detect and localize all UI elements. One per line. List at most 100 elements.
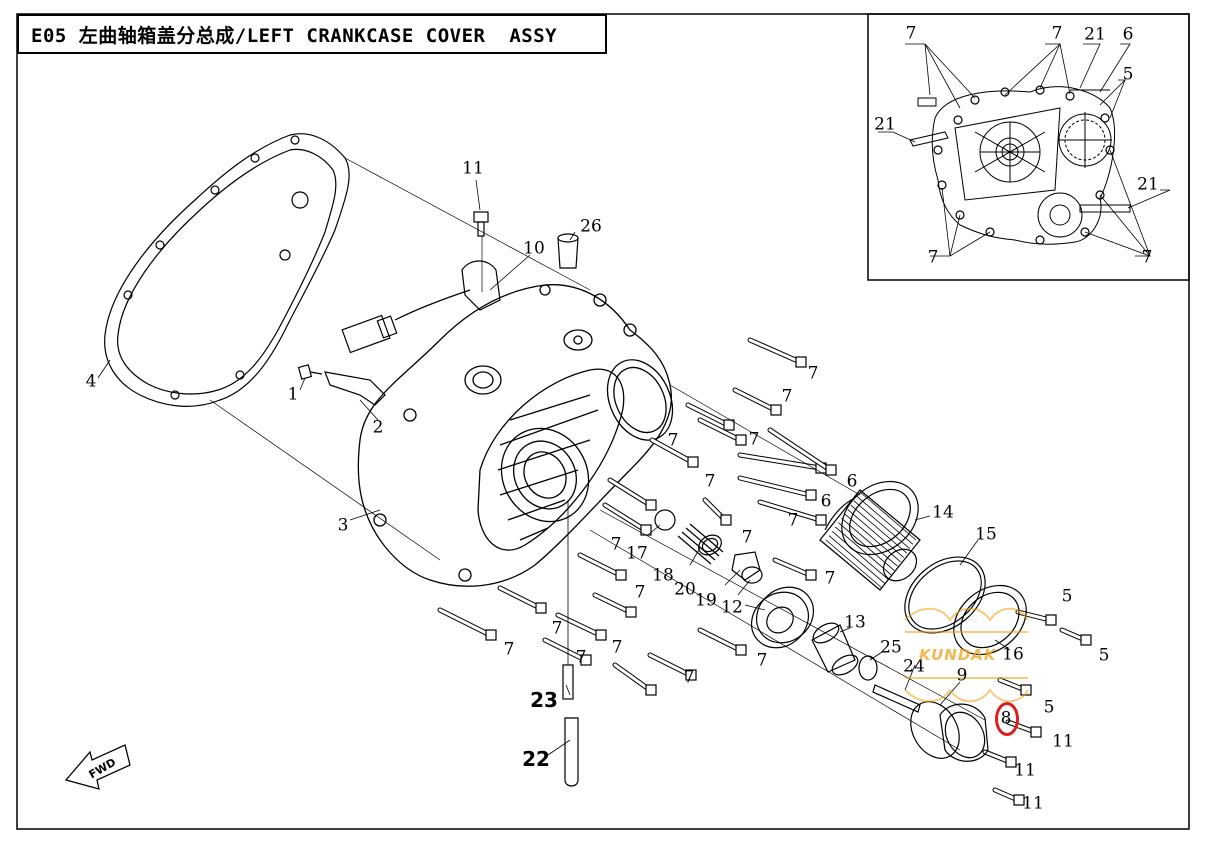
callout-i7c: 7 [927, 247, 939, 268]
fwd-arrow-icon [64, 744, 131, 790]
bolt-shaft-fill [698, 418, 742, 442]
inset-leader-lines [878, 43, 1171, 257]
dowel-part-26 [557, 233, 579, 269]
bolt-head [685, 669, 697, 681]
filter-rib [828, 535, 886, 584]
bolt-head [723, 419, 735, 431]
bolt-shaft-fill [733, 388, 777, 412]
callout-c22: 22 [522, 747, 550, 771]
bracket-part-2 [324, 371, 386, 406]
callout-c6a: 6 [846, 471, 858, 492]
filter-rib [825, 539, 883, 589]
callout-c24: 24 [903, 656, 925, 677]
filter-rib [853, 500, 911, 550]
callout-c16: 16 [1002, 644, 1024, 665]
callout-i21a: 21 [1084, 24, 1106, 45]
filter-rib [850, 504, 907, 554]
watermark-text: KUNDAK [919, 646, 997, 664]
callout-c11c: 11 [1022, 793, 1044, 814]
callout-c17: 17 [626, 543, 648, 564]
callout-c7p: 7 [683, 667, 695, 688]
watermark-logo [904, 607, 1029, 703]
callout-c18: 18 [652, 565, 674, 586]
callout-c7d: 7 [748, 429, 760, 450]
bolt-head [625, 606, 637, 618]
bolt-head [825, 464, 837, 476]
inset-assembly-view [909, 85, 1131, 245]
callout-c7c: 7 [667, 430, 679, 451]
callout-c6b: 6 [820, 491, 832, 512]
crankcase-cover-part-3 [357, 284, 674, 587]
bolt-shaft-fill [438, 608, 492, 637]
callout-c7n: 7 [575, 647, 587, 668]
filter-rib [835, 526, 892, 576]
callout-c14: 14 [932, 502, 954, 523]
bolt-shaft-fill [613, 663, 652, 692]
callout-i21c: 21 [1137, 174, 1159, 195]
bolt-head [1005, 756, 1017, 768]
oil-filter-part-14 [819, 480, 921, 591]
gasket-part-4 [104, 133, 350, 407]
callout-c7l: 7 [611, 637, 623, 658]
callout-c19: 19 [695, 590, 717, 611]
bolt-shaft-fill [773, 558, 812, 577]
bolt-head [1080, 634, 1092, 646]
callout-c26: 26 [580, 216, 602, 237]
bolt-head [1013, 794, 1025, 806]
sensor-part-10 [341, 260, 501, 354]
callout-i7a: 7 [905, 23, 917, 44]
bolt-shaft-fill [556, 613, 602, 637]
callout-c7j: 7 [824, 568, 836, 589]
bolt-head [645, 684, 657, 696]
bolt-shaft-fill [648, 653, 692, 677]
bolt-head [770, 404, 782, 416]
bolt-head [485, 629, 497, 641]
bolt-part-1 [297, 364, 323, 380]
bolt-head [1045, 614, 1057, 626]
bolt-shaft-fill [578, 553, 622, 577]
bolt-head [735, 434, 747, 446]
highlight-ring [995, 702, 1019, 736]
callout-i6: 6 [1122, 24, 1134, 45]
projection-lines [209, 157, 986, 751]
callout-i5: 5 [1122, 64, 1134, 85]
callout-c7b: 7 [781, 386, 793, 407]
callout-c11a: 11 [1052, 731, 1074, 752]
bolt-head [1020, 684, 1032, 696]
small-parts-17-20 [654, 509, 763, 584]
pipe-parts-22-23 [562, 500, 579, 787]
callout-c7i: 7 [634, 582, 646, 603]
filter-rib [831, 530, 889, 580]
bolt-shaft-fill [498, 586, 542, 610]
bolt-shaft-fill [593, 593, 632, 614]
bolt-shaft-fill [650, 438, 694, 464]
bolt-head [735, 644, 747, 656]
callout-c2: 2 [372, 417, 384, 438]
filter-rib [841, 517, 898, 567]
callout-c23: 23 [530, 688, 558, 712]
bolt-shaft-fill [738, 453, 822, 470]
callout-c11top: 11 [462, 158, 484, 179]
bolt-head [815, 514, 827, 526]
callout-c3: 3 [337, 515, 349, 536]
bolt-head [805, 569, 817, 581]
callout-c9: 9 [956, 665, 968, 686]
callout-c10: 10 [523, 238, 545, 259]
filter-rib [859, 491, 917, 541]
bearing-part-12 [750, 586, 815, 649]
callout-c5c: 5 [1043, 697, 1055, 718]
callout-c7a: 7 [807, 363, 819, 384]
callout-i7b: 7 [1051, 23, 1063, 44]
page-title: E05 左曲轴箱盖分总成/LEFT CRANKCASE COVER ASSY [31, 24, 558, 47]
bolt-head [1030, 726, 1042, 738]
callout-c13: 13 [844, 612, 866, 633]
inset-frame [867, 13, 1190, 281]
bolt-head [580, 654, 592, 666]
callout-c5a: 5 [1061, 586, 1073, 607]
bolt-shaft-fill [748, 338, 802, 364]
filter-rib [847, 509, 904, 558]
bolt-shaft-fill [608, 478, 652, 507]
bolt-head [535, 602, 547, 614]
callout-i21b: 21 [874, 114, 896, 135]
cover-part-16 [953, 584, 1027, 656]
